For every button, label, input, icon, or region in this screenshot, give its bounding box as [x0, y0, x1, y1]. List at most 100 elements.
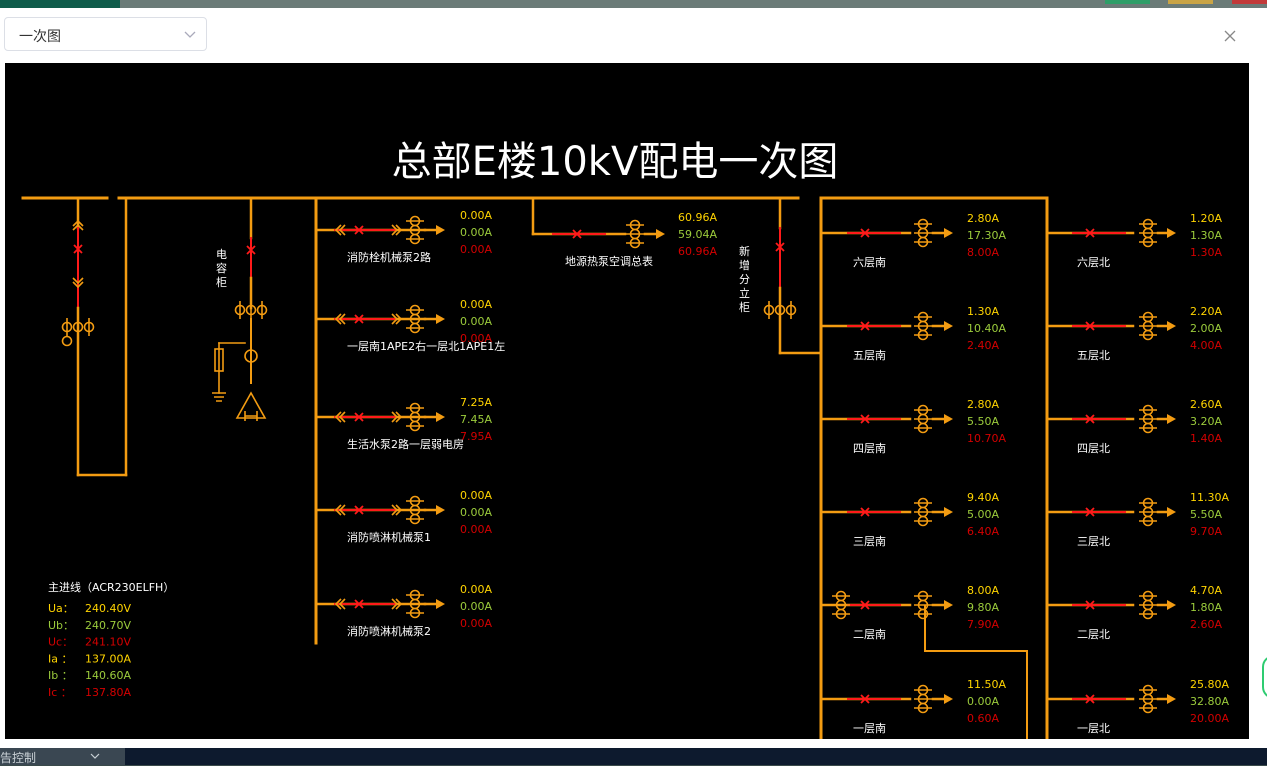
- main-line-row-3-name: Ia ：: [48, 652, 72, 665]
- north-3-label: 三层北: [1077, 535, 1110, 548]
- south-0-breaker-icon: [860, 228, 870, 238]
- heat-pump-ib: 59.04A: [678, 228, 717, 241]
- south-3-ic: 6.40A: [967, 525, 999, 538]
- new-cab-ct-icon: [763, 301, 797, 319]
- capacitor-icon: [244, 411, 258, 421]
- north-2-ia: 2.60A: [1190, 398, 1222, 411]
- feeder-4-ib: 0.00A: [460, 600, 492, 613]
- heat-pump-arrow-icon: [656, 229, 665, 239]
- north-4-ia: 4.70A: [1190, 584, 1222, 597]
- north-4-ct-icon: [1139, 590, 1157, 620]
- bottom-select-label: 告控制: [0, 751, 37, 765]
- header-button-3[interactable]: [1232, 0, 1267, 4]
- north-1-ct-icon: [1139, 311, 1157, 341]
- south-4-ic: 7.90A: [967, 618, 999, 631]
- feeder-0-breaker-icon: [354, 225, 364, 235]
- main-incoming-ct-icon: [61, 318, 95, 336]
- bottom-bar: 告控制: [0, 748, 1267, 765]
- main-line-row-5-value: 137.80A: [85, 686, 131, 699]
- main-line-row-4-name: Ib ：: [48, 669, 73, 682]
- north-2-breaker-icon: [1085, 414, 1095, 424]
- north-5-breaker-icon: [1085, 694, 1095, 704]
- south-2-ia: 2.80A: [967, 398, 999, 411]
- bottom-select[interactable]: 告控制: [0, 748, 125, 765]
- feeder-1-ia: 0.00A: [460, 298, 492, 311]
- cap-breaker-icon: [246, 245, 256, 255]
- main-line-row-4-value: 140.60A: [85, 669, 131, 682]
- south-0-ib: 17.30A: [967, 229, 1006, 242]
- south-5-breaker-icon: [860, 694, 870, 704]
- north-3-arrow-icon: [1167, 507, 1176, 517]
- heat-pump-breaker-icon: [572, 229, 582, 239]
- feeder-2-ib: 7.45A: [460, 413, 492, 426]
- cap-ct-icon: [234, 301, 268, 319]
- main-line-row-5-name: Ic ：: [48, 686, 72, 699]
- north-3-ib: 5.50A: [1190, 508, 1222, 521]
- north-3-ic: 9.70A: [1190, 525, 1222, 538]
- south-2-label: 四层南: [853, 442, 886, 455]
- feeder-1-ib: 0.00A: [460, 315, 492, 328]
- south-2-ct-icon: [914, 404, 932, 434]
- heat-pump-label: 地源热泵空调总表: [565, 254, 653, 268]
- side-float-button[interactable]: [1262, 655, 1267, 699]
- feeder-0-arrow-icon: [436, 225, 445, 235]
- feeder-0-ic: 0.00A: [460, 243, 492, 256]
- north-4-label: 二层北: [1077, 628, 1110, 641]
- south-1-ic: 2.40A: [967, 339, 999, 352]
- south-0-ic: 8.00A: [967, 246, 999, 259]
- south-3-arrow-icon: [944, 507, 953, 517]
- north-3-ia: 11.30A: [1190, 491, 1229, 504]
- north-5-ic: 20.00A: [1190, 712, 1229, 725]
- feeder-0-ia: 0.00A: [460, 209, 492, 222]
- feeder-0-ib: 0.00A: [460, 226, 492, 239]
- south-5-arrow-icon: [944, 694, 953, 704]
- feeder-1-ct-icon: [406, 304, 424, 334]
- ground-icon: [212, 392, 226, 402]
- feeder-2-disconnect-left-icon: [334, 411, 346, 423]
- header-button-2[interactable]: [1168, 0, 1213, 4]
- new-cabinet-label: 新增分立柜: [739, 244, 750, 314]
- north-1-ia: 2.20A: [1190, 305, 1222, 318]
- main-line-row-1-value: 240.70V: [85, 619, 131, 632]
- diagram-type-value: 一次图: [19, 29, 61, 45]
- south-4-arrow-icon: [944, 600, 953, 610]
- north-4-ic: 2.60A: [1190, 618, 1222, 631]
- main-incoming-disconnect-down-icon: [72, 277, 84, 289]
- chevron-down-icon: [184, 31, 196, 38]
- feeder-4-ct-icon: [406, 589, 424, 619]
- feeder-2-disconnect-right-icon: [391, 411, 403, 423]
- north-5-ct-icon: [1139, 684, 1157, 714]
- feeder-1-breaker-icon: [354, 314, 364, 324]
- diagram-type-select[interactable]: 一次图: [4, 17, 207, 51]
- north-1-ic: 4.00A: [1190, 339, 1222, 352]
- heat-pump-ct-icon: [626, 219, 644, 249]
- feeder-3-disconnect-right-icon: [391, 504, 403, 516]
- feeder-1-disconnect-left-icon: [334, 313, 346, 325]
- header-button-1[interactable]: [1105, 0, 1150, 4]
- feeder-2-breaker-icon: [354, 412, 364, 422]
- close-icon[interactable]: [1222, 28, 1238, 44]
- feeder-3-ic: 0.00A: [460, 523, 492, 536]
- south-4-label: 二层南: [853, 628, 886, 641]
- cap-pt-icon: [244, 349, 258, 363]
- north-0-ct-icon: [1139, 218, 1157, 248]
- diagram-svg: 总部E楼10kV配电一次图 电容柜0.00A0.00A0.00A消防栓机械泵2路…: [21, 139, 1229, 739]
- south-0-arrow-icon: [944, 228, 953, 238]
- south-3-label: 三层南: [853, 535, 886, 548]
- feeder-4-disconnect-right-icon: [391, 598, 403, 610]
- south-2-breaker-icon: [860, 414, 870, 424]
- south-0-ia: 2.80A: [967, 212, 999, 225]
- north-1-breaker-icon: [1085, 321, 1095, 331]
- feeder-4-disconnect-left-icon: [334, 598, 346, 610]
- north-4-arrow-icon: [1167, 600, 1176, 610]
- north-5-ib: 32.80A: [1190, 695, 1229, 708]
- feeder-3-ia: 0.00A: [460, 489, 492, 502]
- feeder-3-ct-icon: [406, 495, 424, 525]
- new-cab-breaker-icon: [775, 242, 785, 252]
- south-5-label: 一层南: [853, 722, 886, 735]
- main-incoming-breaker-icon: [73, 244, 83, 254]
- symbols: [61, 215, 1176, 714]
- feeder-3-arrow-icon: [436, 505, 445, 515]
